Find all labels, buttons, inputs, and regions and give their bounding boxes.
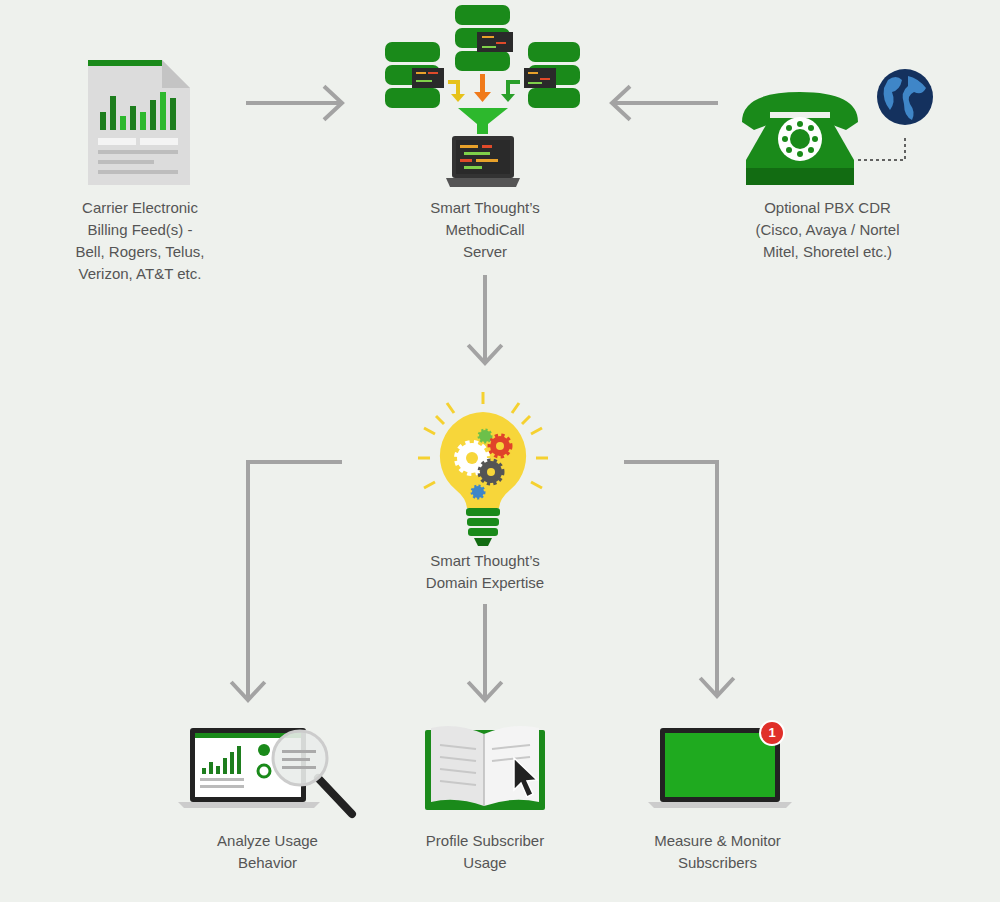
- flow-arrow: [468, 275, 502, 363]
- billing-feed-node: Carrier Electronic Billing Feed(s) - Bel…: [60, 55, 220, 285]
- domain-expertise-node: Smart Thought’s Domain Expertise: [400, 385, 570, 594]
- flow-arrow: [612, 86, 718, 120]
- node-label: Smart Thought’s Domain Expertise: [419, 550, 551, 594]
- flow-line: [624, 462, 717, 696]
- flow-line: [483, 275, 487, 363]
- node-label: Measure & Monitor Subscribers: [643, 830, 793, 874]
- node-label: Optional PBX CDR (Cisco, Avaya / Nortel …: [742, 197, 914, 263]
- green-monitor-icon: [648, 721, 792, 808]
- flow-line: [612, 101, 718, 105]
- analyze-node: Analyze Usage Behavior: [170, 722, 365, 874]
- lightbulb-icon: [418, 392, 548, 488]
- pbx-cdr-node: Optional PBX CDR (Cisco, Avaya / Nortel …: [715, 55, 940, 263]
- server-cluster-icon: [385, 5, 580, 187]
- flow-arrow: [246, 86, 342, 120]
- flow-line: [248, 462, 342, 700]
- flow-arrow: [624, 462, 734, 696]
- node-label: Analyze Usage Behavior: [208, 830, 328, 874]
- node-label: Smart Thought’s MethodiCall Server: [423, 197, 547, 263]
- node-label: Profile Subscriber Usage: [415, 830, 555, 874]
- node-label: Carrier Electronic Billing Feed(s) - Bel…: [72, 197, 208, 285]
- analytics-monitor-icon: [178, 728, 352, 814]
- flow-line: [483, 604, 487, 700]
- notification-badge-number: 1: [761, 722, 783, 744]
- profile-node: Profile Subscriber Usage: [400, 722, 570, 874]
- phone-globe-icon: [742, 69, 933, 185]
- lightbulb-body: [440, 412, 526, 546]
- billing-document-icon: [88, 60, 190, 185]
- flow-line: [246, 101, 342, 105]
- monitor-node: Measure & Monitor Subscribers: [635, 718, 800, 874]
- flow-arrow: [231, 462, 342, 700]
- flow-arrow: [468, 604, 502, 700]
- book-icon: [425, 726, 545, 810]
- server-node: Smart Thought’s MethodiCall Server: [380, 5, 590, 263]
